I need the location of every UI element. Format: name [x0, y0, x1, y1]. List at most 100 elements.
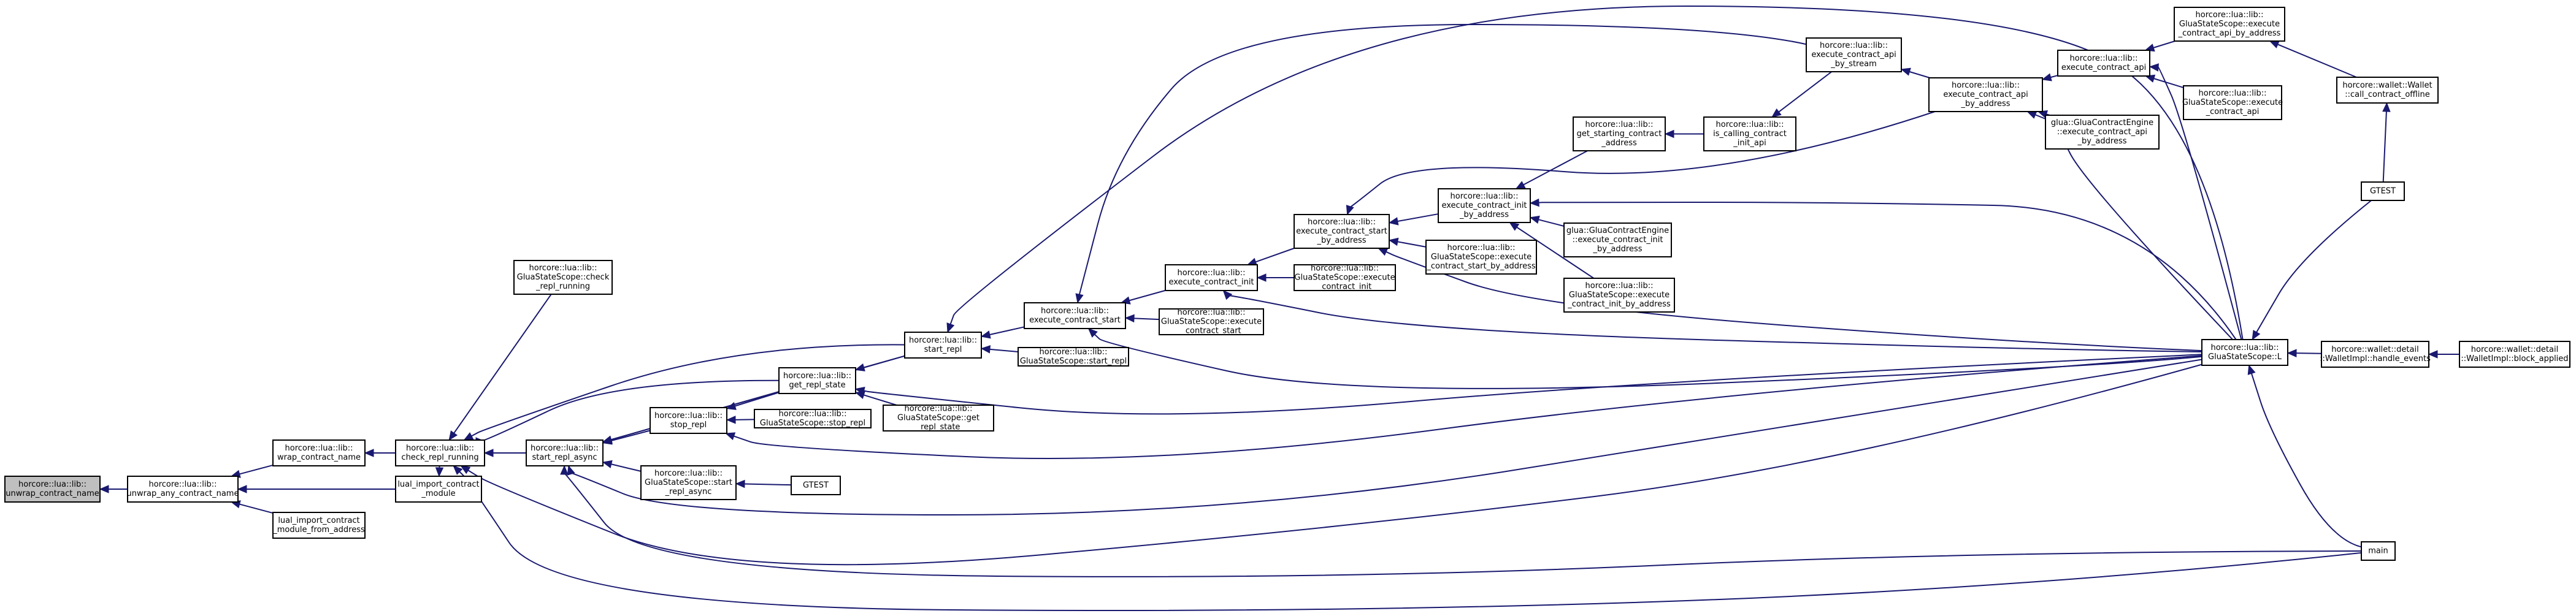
graph-node-engine_api_by_addr[interactable]: glua::GluaContractEngine::execute_contra…: [2045, 115, 2160, 150]
graph-node-exec_contract_init[interactable]: horcore::lua::lib::execute_contract_init: [1165, 264, 1258, 291]
graph-node-scope_exec_api_by_addr[interactable]: horcore::lua::lib::GluaStateScope::execu…: [2174, 7, 2285, 42]
call-edge-scope_L-to-exec_init_by_addr: [1529, 198, 2237, 340]
graph-node-get_repl_state[interactable]: horcore::lua::lib::get_repl_state: [778, 367, 856, 394]
node-box: [1294, 264, 1396, 291]
node-label-line: _contract_start: [1181, 327, 1241, 336]
node-label-line: _contract_api_by_address: [2178, 29, 2281, 38]
graph-node-scope_exec_init_by_addr[interactable]: horcore::lua::lib::GluaStateScope::execu…: [1563, 278, 1675, 313]
graph-node-get_starting[interactable]: horcore::lua::lib::get_starting_contract…: [1573, 116, 1666, 151]
node-label-line: horcore::lua::lib::: [2211, 343, 2279, 352]
graph-node-scope_stop_repl[interactable]: horcore::lua::lib::GluaStateScope::stop_…: [754, 409, 872, 428]
node-label-line: ::execute_contract_api: [2057, 127, 2147, 137]
edge-line: [1227, 295, 2202, 353]
graph-node-main[interactable]: main: [2361, 541, 2396, 561]
graph-node-scope_check_repl[interactable]: horcore::lua::lib::GluaStateScope::check…: [513, 260, 613, 295]
node-box: [1563, 222, 1672, 257]
graph-node-wrap_contract[interactable]: horcore::lua::lib::wrap_contract_name: [272, 439, 366, 466]
edge-line: [611, 430, 651, 442]
graph-node-scope_exec_start_by_addr[interactable]: horcore::lua::lib::GluaStateScope::execu…: [1425, 240, 1537, 275]
graph-node-scope_exec_api[interactable]: horcore::lua::lib::GluaStateScope::execu…: [2182, 85, 2283, 120]
edge-line: [611, 463, 642, 472]
node-box: [4, 476, 101, 503]
node-label-line: horcore::lua::lib::: [654, 469, 723, 478]
call-edge-unwrap_any-to-current: [99, 485, 128, 493]
graph-node-scope_exec_init[interactable]: horcore::lua::lib::GluaStateScope::execu…: [1294, 264, 1396, 292]
edge-line: [1133, 318, 1160, 321]
graph-node-scope_exec_start[interactable]: horcore::lua::lib::GluaStateScope::execu…: [1159, 308, 1264, 336]
graph-node-exec_init_by_addr[interactable]: horcore::lua::lib::execute_contract_init…: [1438, 188, 1531, 223]
arrowhead-icon: [1124, 314, 1135, 323]
graph-node-exec_contract_start[interactable]: horcore::lua::lib::execute_contract_star…: [1024, 302, 1126, 329]
node-label-line: horcore::lua::lib::: [1040, 348, 1108, 357]
node-label-line: get_starting_contract: [1577, 129, 1662, 139]
arrowhead-icon: [237, 485, 247, 493]
graph-node-start_repl[interactable]: horcore::lua::lib::start_repl: [904, 332, 982, 359]
edge-line: [239, 464, 274, 475]
graph-node-start_repl_async[interactable]: horcore::lua::lib::start_repl_async: [526, 439, 604, 466]
node-label-line: horcore::lua::lib::: [1311, 264, 1379, 273]
graph-node-scope_L[interactable]: horcore::lua::lib::GluaStateScope::L: [2201, 339, 2288, 366]
graph-node-block_applied[interactable]: horcore::wallet::detail::WalletImpl::blo…: [2459, 341, 2570, 368]
graph-node-unwrap_any[interactable]: horcore::lua::lib::unwrap_any_contract_n…: [127, 476, 239, 503]
graph-node-exec_api_by_addr[interactable]: horcore::lua::lib::execute_contract_api_…: [1928, 77, 2043, 112]
edge-line: [2153, 40, 2175, 48]
graph-node-call_offline[interactable]: horcore::wallet::Wallet::call_contract_o…: [2336, 77, 2439, 104]
node-label-line: lual_import_contract: [397, 480, 479, 489]
graph-node-exec_api[interactable]: horcore::lua::lib::execute_contract_api: [2057, 50, 2150, 77]
node-box: [127, 476, 239, 503]
call-edge-engine_init_by_addr-to-exec_init_by_addr: [1529, 215, 1565, 227]
node-box: [650, 407, 727, 434]
graph-node-gtest2[interactable]: GTEST: [2361, 181, 2405, 201]
node-label-line: horcore::lua::lib::: [529, 264, 597, 273]
arrowhead-icon: [2026, 111, 2037, 119]
node-box: [1024, 302, 1126, 329]
graph-node-gtest1[interactable]: GTEST: [791, 476, 841, 495]
node-label-line: horcore::lua::lib::: [905, 405, 973, 414]
node-label-line: _init_api: [1733, 139, 1766, 148]
call-edge-exec_api_by_addr-to-exec_api_by_stream: [1900, 67, 1930, 78]
edge-line: [2050, 75, 2058, 78]
call-edge-scope_L-to-exec_contract_start: [1087, 328, 2202, 389]
call-edge-exec_api-to-exec_api_by_addr: [2041, 73, 2058, 82]
graph-node-exec_api_by_stream[interactable]: horcore::lua::lib::execute_contract_api_…: [1806, 37, 1902, 72]
node-box: [2459, 341, 2570, 368]
edge-line: [2256, 200, 2372, 333]
node-box: [526, 439, 604, 466]
node-label-line: check_repl_running: [401, 453, 478, 462]
graph-node-check_repl[interactable]: horcore::lua::lib::check_repl_running: [395, 439, 485, 466]
call-edge-scope_L-to-exec_api: [2149, 63, 2242, 340]
graph-node-engine_init_by_addr[interactable]: glua::GluaContractEngine::execute_contra…: [1563, 222, 1672, 257]
graph-node-scope_get_repl[interactable]: horcore::lua::lib::GluaStateScope::get_r…: [883, 405, 994, 432]
call-edge-scope_exec_start_by_addr-to-exec_start_by_addr: [1388, 237, 1427, 248]
graph-node-is_calling[interactable]: horcore::lua::lib::is_calling_contract_i…: [1703, 116, 1796, 151]
graph-node-lual_import[interactable]: lual_import_contract_module: [395, 476, 482, 503]
graph-node-exec_start_by_addr[interactable]: horcore::lua::lib::execute_contract_star…: [1294, 214, 1390, 249]
graph-node-handle_events[interactable]: horcore::wallet::detail::WalletImpl::han…: [2320, 341, 2431, 368]
edge-line: [1078, 23, 1807, 295]
call-edge-start_repl_async-to-check_repl: [483, 449, 526, 457]
node-label-line: horcore::lua::lib::: [18, 480, 86, 489]
edge-line: [2251, 373, 2362, 548]
node-label-line: start_repl_async: [532, 453, 597, 462]
node-label-line: lual_import_contract: [278, 516, 359, 525]
graph-node-lual_import_addr[interactable]: lual_import_contract_module_from_address: [272, 512, 366, 539]
node-box: [754, 409, 872, 428]
node-box: [1563, 278, 1675, 313]
call-graph-nodes: horcore::lua::lib::unwrap_contract_nameh…: [4, 7, 2570, 561]
graph-node-stop_repl[interactable]: horcore::lua::lib::stop_repl: [650, 407, 727, 434]
arrowhead-icon: [364, 449, 374, 457]
node-box: [1806, 37, 1902, 72]
node-box: [1165, 264, 1258, 291]
node-box: [395, 476, 482, 503]
graph-node-scope_start_repl[interactable]: horcore::lua::lib::GluaStateScope::start…: [1018, 347, 1129, 367]
node-label-line: execute_contract_api: [2061, 63, 2146, 72]
node-label-line: horcore::lua::lib::: [285, 444, 353, 453]
node-label-line: glua::GluaContractEngine: [1566, 226, 1669, 235]
call-edge-scope_exec_init-to-exec_contract_init: [1256, 273, 1294, 282]
node-box: [2057, 50, 2150, 77]
node-label-line: execute_contract_init: [1168, 278, 1254, 287]
graph-node-scope_start_repl_async[interactable]: horcore::lua::lib::GluaStateScope::start…: [640, 465, 737, 500]
arrowhead-icon: [2149, 63, 2159, 72]
node-box: [640, 465, 737, 500]
edge-line: [467, 363, 2202, 566]
